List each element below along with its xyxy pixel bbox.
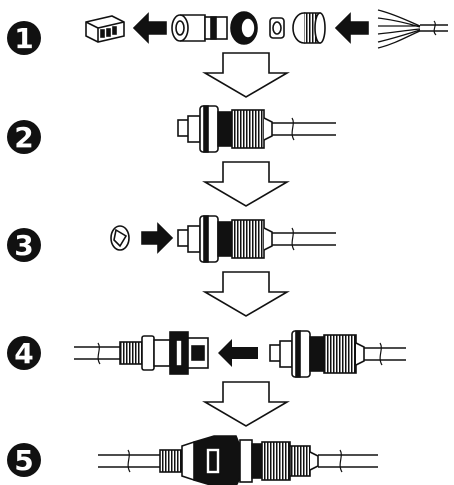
- step-4-cable-side: [269, 330, 406, 378]
- seal-washer-icon: [110, 225, 130, 251]
- down-arrow-icon-3: [202, 271, 290, 317]
- step-number-4: 4: [14, 337, 33, 370]
- stripped-cable-icon: [377, 9, 448, 49]
- step-badge-2: 2: [7, 120, 41, 154]
- rj45-plug-icon: [85, 15, 125, 43]
- end-cap-icon: [292, 12, 326, 44]
- step-4-device-side: [74, 331, 209, 375]
- step-2-assembled-connector: [177, 105, 336, 153]
- right-arrow-icon-1: [141, 222, 174, 254]
- step-number-3: 3: [14, 229, 33, 262]
- step-badge-3: 3: [7, 228, 41, 262]
- lock-nut-icon: [230, 11, 258, 45]
- step-number-5: 5: [14, 444, 33, 477]
- left-arrow-icon-2: [334, 12, 369, 44]
- step-5-fully-mated: [98, 435, 378, 485]
- down-arrow-icon-2: [202, 161, 290, 207]
- left-arrow-icon-1: [132, 12, 167, 44]
- sealing-ring-icon: [269, 17, 285, 39]
- step-3-insert-ring: [110, 215, 336, 263]
- housing-body-icon: [171, 14, 228, 42]
- step-number-2: 2: [14, 121, 33, 154]
- down-arrow-icon-1: [202, 52, 290, 98]
- step-badge-1: 1: [7, 21, 41, 55]
- step-number-1: 1: [14, 22, 33, 55]
- left-arrow-icon-3: [218, 339, 258, 367]
- step-badge-5: 5: [7, 443, 41, 477]
- down-arrow-icon-4: [202, 381, 290, 427]
- step-badge-4: 4: [7, 336, 41, 370]
- step-1-exploded-parts: [85, 9, 448, 49]
